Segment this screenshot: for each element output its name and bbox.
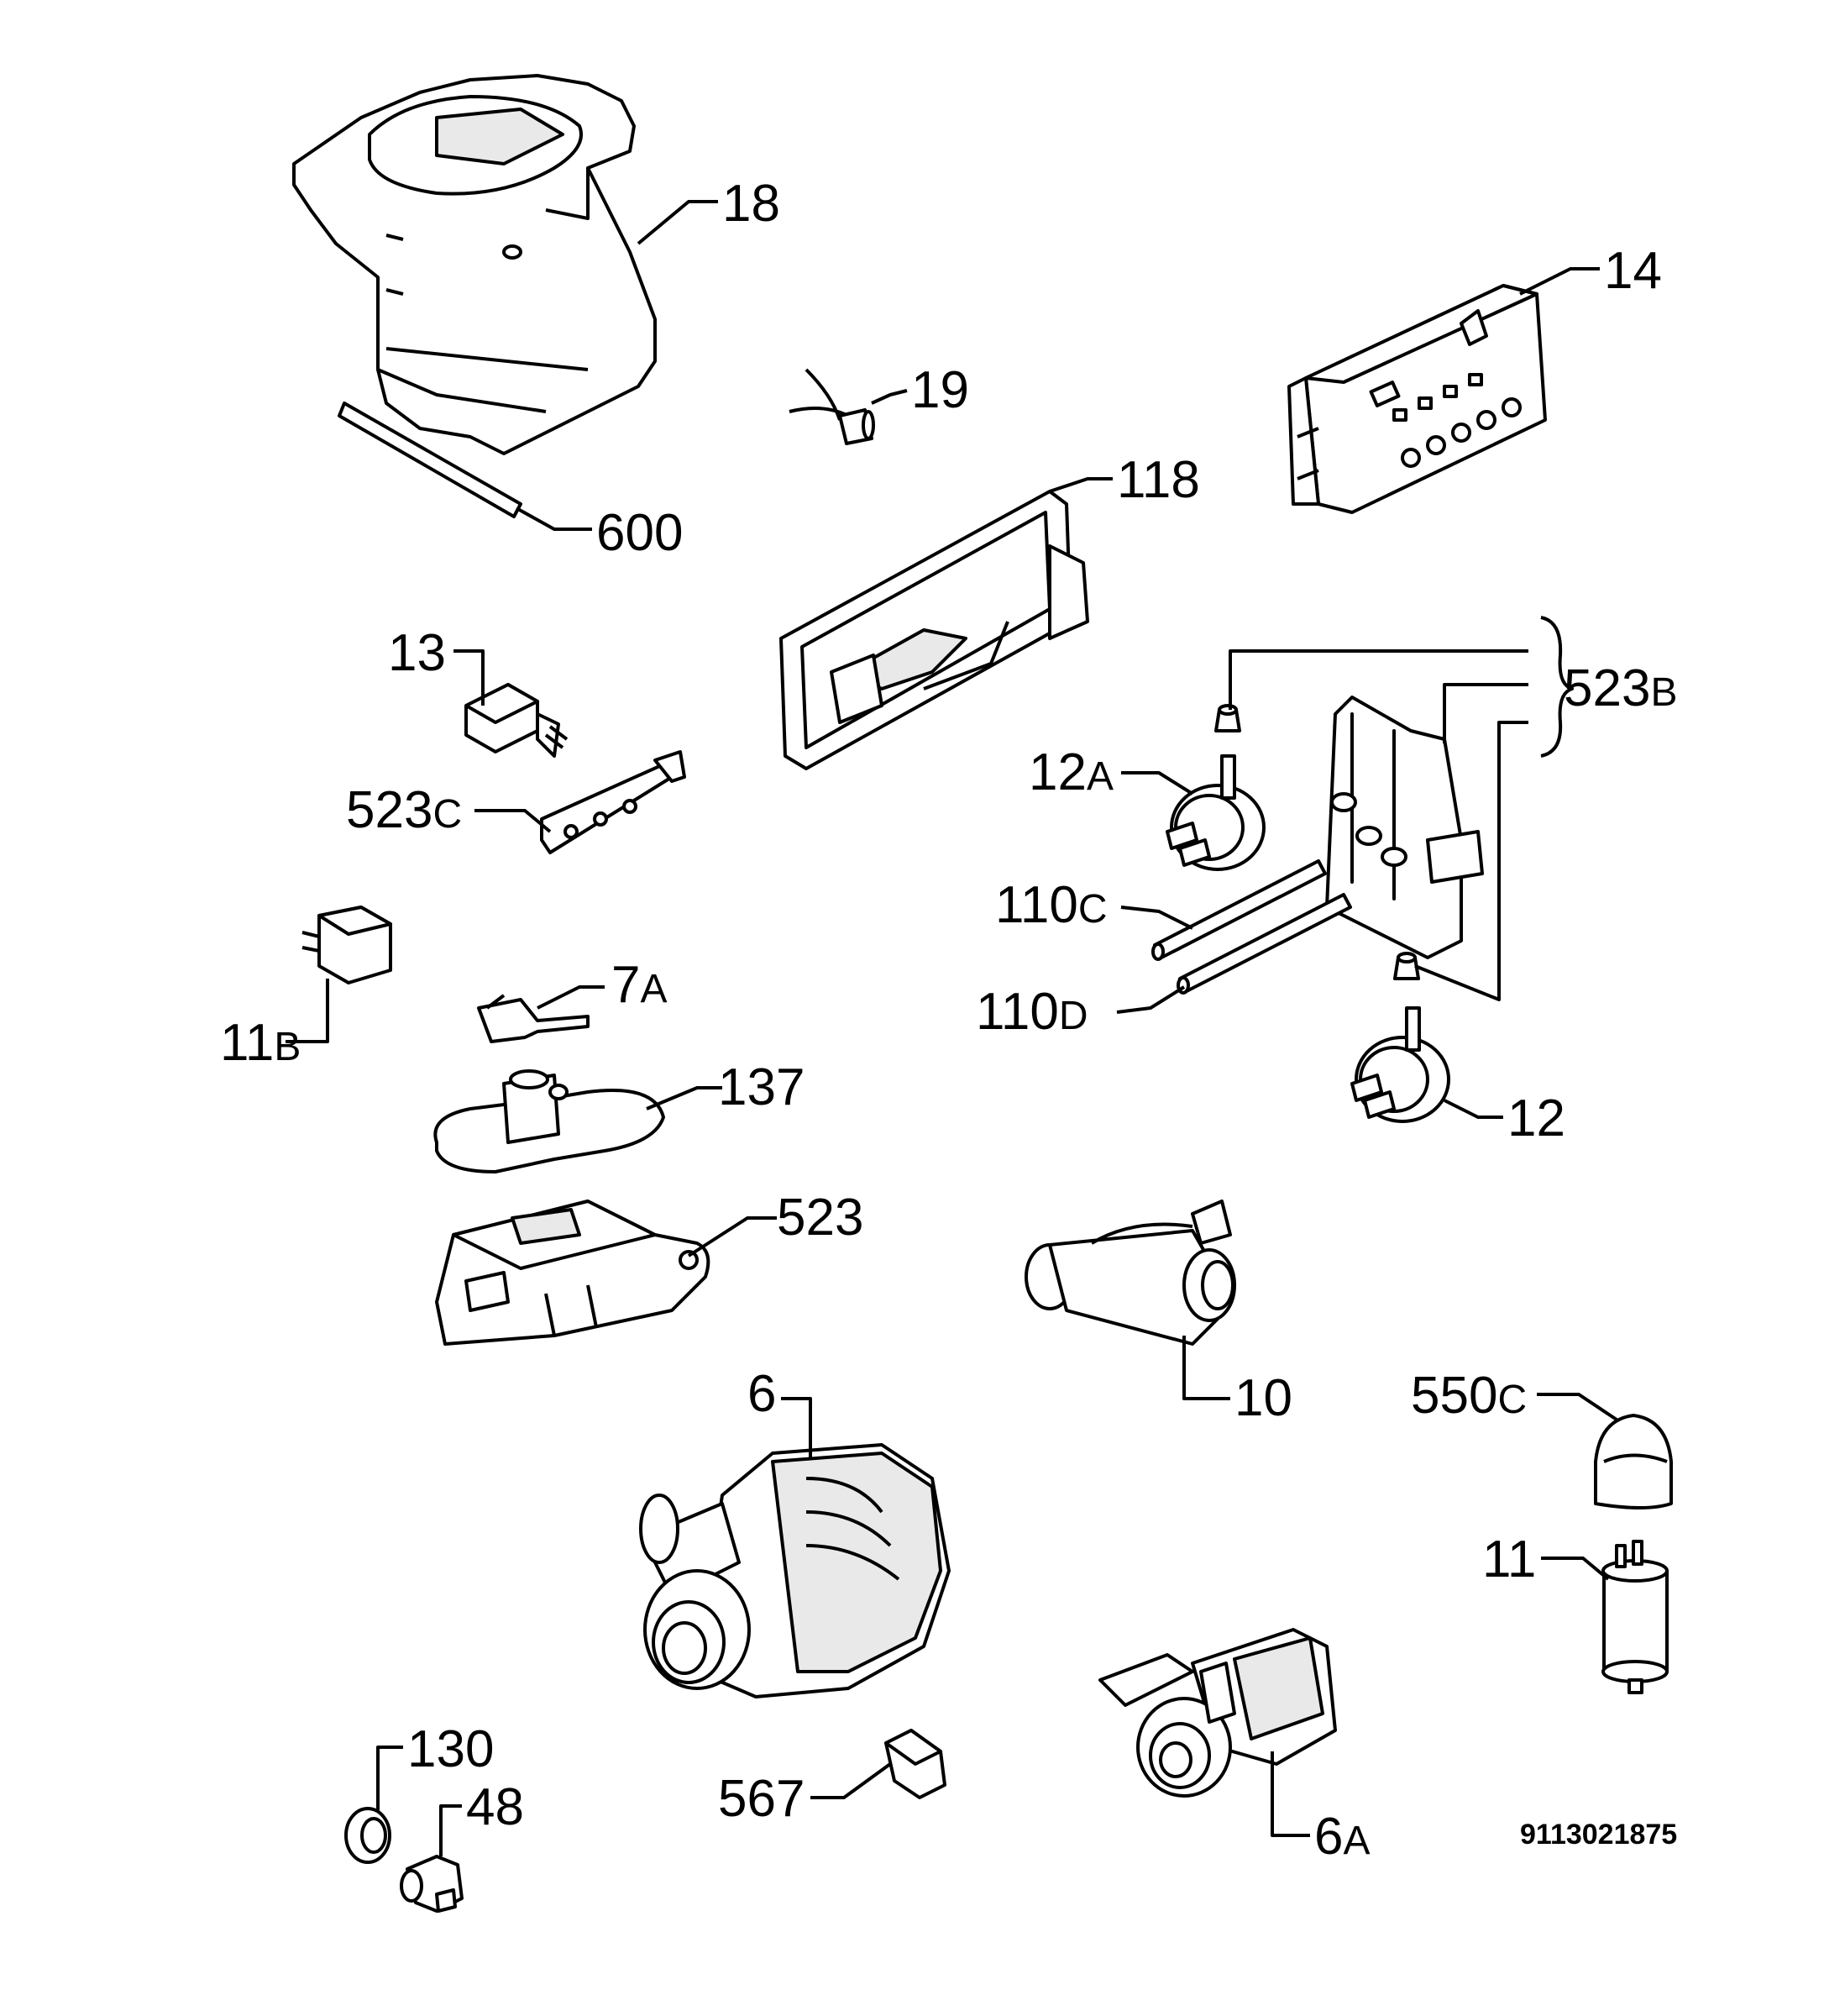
leader-600 bbox=[516, 507, 592, 531]
leader-523b-mid bbox=[1443, 683, 1528, 743]
callout-137: 137 bbox=[718, 1058, 805, 1116]
leader-523 bbox=[687, 1216, 777, 1257]
callout-18: 18 bbox=[722, 175, 780, 233]
leader-6 bbox=[781, 1397, 812, 1457]
leader-523b-bot bbox=[1414, 721, 1528, 1001]
callout-110d: 110D bbox=[976, 983, 1088, 1041]
part-11b-relay bbox=[301, 906, 392, 984]
leader-6a bbox=[1271, 1751, 1310, 1837]
part-600-strip bbox=[338, 402, 522, 518]
callout-523c: 523C bbox=[346, 781, 462, 839]
callout-6: 6 bbox=[747, 1365, 776, 1423]
callout-7a: 7A bbox=[611, 956, 668, 1014]
callout-11: 11 bbox=[1482, 1530, 1536, 1588]
callout-10: 10 bbox=[1234, 1369, 1292, 1427]
part-110d-hose bbox=[1177, 893, 1352, 995]
part-18-duct bbox=[292, 74, 657, 455]
leader-118 bbox=[1049, 477, 1113, 493]
part-6-pump-motor bbox=[639, 1443, 951, 1698]
brace-523b bbox=[1540, 616, 1574, 758]
callout-6a: 6A bbox=[1314, 1808, 1371, 1866]
document-number: 9113021875 bbox=[1520, 1819, 1677, 1851]
part-12-pressure-switch bbox=[1350, 1006, 1450, 1123]
leader-137 bbox=[646, 1086, 722, 1110]
callout-48: 48 bbox=[466, 1778, 524, 1836]
part-523b-cap-bottom bbox=[1393, 952, 1420, 980]
leader-10 bbox=[1182, 1336, 1230, 1400]
callout-118: 118 bbox=[1117, 451, 1200, 509]
leader-19 bbox=[871, 389, 908, 405]
leader-11 bbox=[1541, 1557, 1610, 1581]
part-523b-cap-top bbox=[1214, 704, 1241, 732]
leader-11b bbox=[286, 979, 329, 1043]
part-19-sensor bbox=[789, 368, 875, 445]
callout-12: 12 bbox=[1507, 1089, 1565, 1147]
leader-13 bbox=[453, 649, 485, 706]
leader-110d bbox=[1116, 985, 1186, 1014]
part-137-cover bbox=[433, 1069, 665, 1173]
callout-567: 567 bbox=[718, 1770, 805, 1828]
callout-12a: 12A bbox=[1029, 743, 1114, 801]
part-6a-drain-pump bbox=[1098, 1628, 1337, 1798]
leader-110c bbox=[1120, 906, 1193, 930]
part-130-seal bbox=[344, 1807, 391, 1864]
leader-48 bbox=[439, 1804, 462, 1856]
leader-523c bbox=[474, 809, 552, 833]
callout-14: 14 bbox=[1604, 242, 1662, 300]
leader-lines bbox=[286, 200, 1618, 1856]
callout-600: 600 bbox=[596, 504, 683, 562]
part-12a-pressure-switch bbox=[1166, 754, 1266, 871]
callout-550c: 550C bbox=[1411, 1367, 1527, 1425]
part-10-heater bbox=[1025, 1200, 1236, 1346]
part-523-tray bbox=[435, 1200, 710, 1346]
part-118-dispenser bbox=[779, 490, 1089, 770]
part-567-clip bbox=[884, 1729, 946, 1799]
part-523b-bracket bbox=[1325, 696, 1484, 959]
leader-567 bbox=[810, 1762, 892, 1799]
part-11-capacitor bbox=[1601, 1540, 1669, 1694]
leader-12a bbox=[1121, 771, 1194, 795]
leader-12 bbox=[1444, 1099, 1503, 1119]
part-48-plug bbox=[400, 1855, 464, 1913]
part-550c-cap bbox=[1594, 1414, 1673, 1509]
leader-130 bbox=[376, 1746, 403, 1810]
part-110c-hose bbox=[1151, 859, 1327, 961]
callout-523b: 523B bbox=[1564, 659, 1677, 717]
part-7a-clip bbox=[477, 994, 590, 1043]
leader-7a bbox=[537, 985, 605, 1010]
leader-18 bbox=[637, 200, 718, 245]
leader-523b-top bbox=[1229, 649, 1528, 710]
part-14-control-module bbox=[1287, 284, 1547, 514]
callout-110c: 110C bbox=[995, 876, 1108, 934]
callout-523: 523 bbox=[777, 1189, 863, 1247]
callout-130: 130 bbox=[407, 1720, 494, 1778]
leader-14 bbox=[1519, 267, 1600, 296]
callout-13: 13 bbox=[388, 624, 446, 682]
part-523c-bracket bbox=[540, 750, 686, 854]
leader-550c bbox=[1537, 1393, 1618, 1421]
callout-labels: 18 600 19 14 118 13 523C 523B 12A 110C 1… bbox=[220, 175, 1677, 1866]
callout-11b: 11B bbox=[220, 1014, 301, 1072]
callout-19: 19 bbox=[911, 361, 969, 419]
